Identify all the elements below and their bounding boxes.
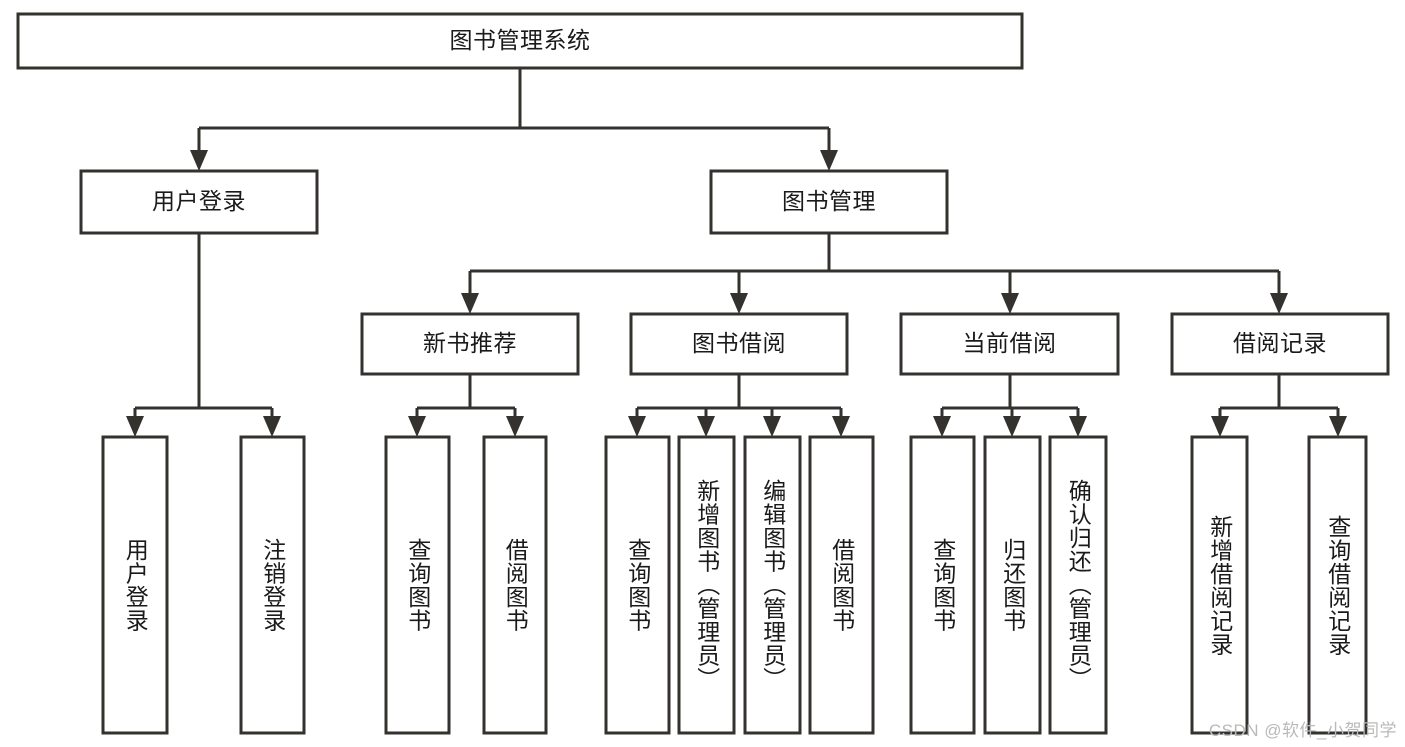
node-box-leaf-query-book-1[interactable] <box>384 435 451 735</box>
connector-new-book-recommend-to-leaves <box>408 374 524 437</box>
connector-book-management-to-level2 <box>461 233 1288 314</box>
node-box-leaf-query-book-3[interactable] <box>909 435 976 735</box>
connector-borrow-record-to-leaves <box>1211 374 1347 437</box>
node-box-leaf-borrow-book-2[interactable] <box>808 435 875 735</box>
connector-book-borrow-to-leaves <box>628 374 850 437</box>
node-box-leaf-edit-book[interactable] <box>743 435 802 735</box>
connector-user-login-to-leaves <box>126 233 281 437</box>
node-box-borrow-record[interactable] <box>1170 312 1390 376</box>
node-box-new-book-recommend[interactable] <box>360 312 580 376</box>
node-box-leaf-query-record[interactable] <box>1307 435 1368 735</box>
node-box-leaf-logout-login[interactable] <box>239 435 306 735</box>
node-box-book-borrow[interactable] <box>629 312 849 376</box>
connector-root-to-level1 <box>190 68 838 171</box>
node-box-user-login[interactable] <box>79 169 319 235</box>
node-box-leaf-add-record[interactable] <box>1190 435 1249 735</box>
node-box-leaf-confirm-return[interactable] <box>1048 435 1108 735</box>
node-box-current-borrow[interactable] <box>899 312 1120 376</box>
node-box-leaf-user-login[interactable] <box>101 435 169 735</box>
connector-current-borrow-to-leaves <box>933 374 1087 437</box>
node-box-leaf-return-book[interactable] <box>983 435 1042 735</box>
node-box-book-management[interactable] <box>709 169 949 235</box>
watermark-text: CSDN @软件_小贺同学 <box>1208 721 1397 740</box>
node-box-root[interactable] <box>16 12 1024 70</box>
node-box-leaf-query-book-2[interactable] <box>604 435 671 735</box>
node-box-leaf-borrow-book-1[interactable] <box>482 435 548 735</box>
node-box-leaf-add-book[interactable] <box>677 435 736 735</box>
